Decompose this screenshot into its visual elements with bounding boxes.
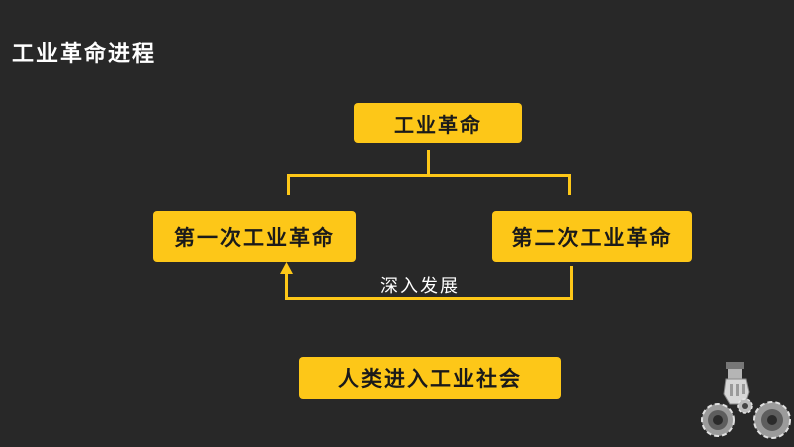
connector-root-stem xyxy=(427,150,430,176)
arrow-label: 深入发展 xyxy=(380,276,460,297)
arrow-bottom-horizontal xyxy=(285,297,573,300)
page-title: 工业革命进程 xyxy=(12,42,157,67)
arrow-right-vertical xyxy=(570,266,573,300)
robot-gears-icon xyxy=(701,362,791,439)
node-first-revolution: 第一次工业革命 xyxy=(153,211,356,262)
node-industrial-society: 人类进入工业社会 xyxy=(299,357,561,399)
connector-horizontal xyxy=(287,174,571,177)
arrow-left-vertical xyxy=(285,272,288,300)
connector-left-drop xyxy=(287,174,290,195)
connector-right-drop xyxy=(568,174,571,195)
node-second-revolution: 第二次工业革命 xyxy=(492,211,692,262)
arrow-head-icon xyxy=(280,262,293,274)
node-industrial-revolution: 工业革命 xyxy=(354,103,522,143)
